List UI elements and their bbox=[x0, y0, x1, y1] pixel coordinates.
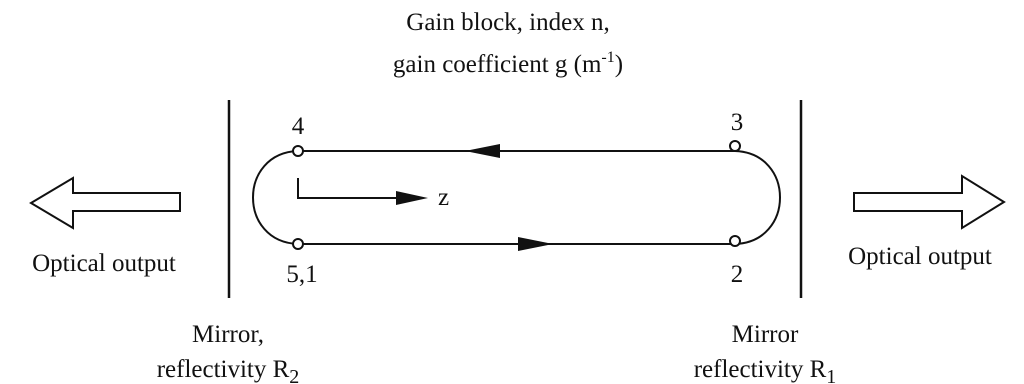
node-4-label: 4 bbox=[292, 113, 305, 140]
left-mirror-subscript: 2 bbox=[289, 366, 299, 384]
node-3 bbox=[729, 140, 741, 152]
title-line-2: gain coefficient g (m-1) bbox=[393, 49, 623, 78]
right-mirror-reflectivity: reflectivity R bbox=[694, 356, 827, 383]
bottom-arrow-right-icon bbox=[518, 237, 553, 251]
node-5-1 bbox=[292, 238, 304, 250]
node-2 bbox=[729, 235, 741, 247]
left-turn-curve bbox=[252, 150, 299, 245]
title-superscript: -1 bbox=[601, 49, 614, 66]
right-mirror-caption-2: reflectivity R1 bbox=[694, 356, 837, 384]
right-mirror-subscript: 1 bbox=[826, 366, 836, 384]
left-output-label: Optical output bbox=[32, 250, 176, 277]
right-turn-curve bbox=[734, 150, 781, 245]
node-2-label: 2 bbox=[731, 261, 744, 288]
title-line-2-text: gain coefficient g (m bbox=[393, 51, 602, 78]
z-axis-arrow-icon bbox=[396, 191, 428, 205]
left-mirror-reflectivity: reflectivity R bbox=[157, 356, 290, 383]
right-mirror-caption-1: Mirror bbox=[732, 321, 799, 348]
title-line-1: Gain block, index n, bbox=[406, 9, 609, 36]
left-mirror-caption-1: Mirror, bbox=[192, 321, 264, 348]
node-4 bbox=[292, 145, 304, 157]
right-output-arrow-icon bbox=[853, 174, 1006, 230]
node-3-label: 3 bbox=[731, 109, 744, 136]
node-5-1-label: 5,1 bbox=[286, 261, 317, 288]
left-output-arrow-icon bbox=[29, 176, 181, 230]
left-mirror-caption-2: reflectivity R2 bbox=[157, 356, 300, 384]
title-line-2-close: ) bbox=[615, 51, 623, 78]
z-axis-label: z bbox=[438, 184, 449, 211]
top-arrow-left-icon bbox=[465, 144, 500, 158]
z-axis-line bbox=[297, 178, 415, 199]
right-output-label: Optical output bbox=[848, 243, 992, 270]
